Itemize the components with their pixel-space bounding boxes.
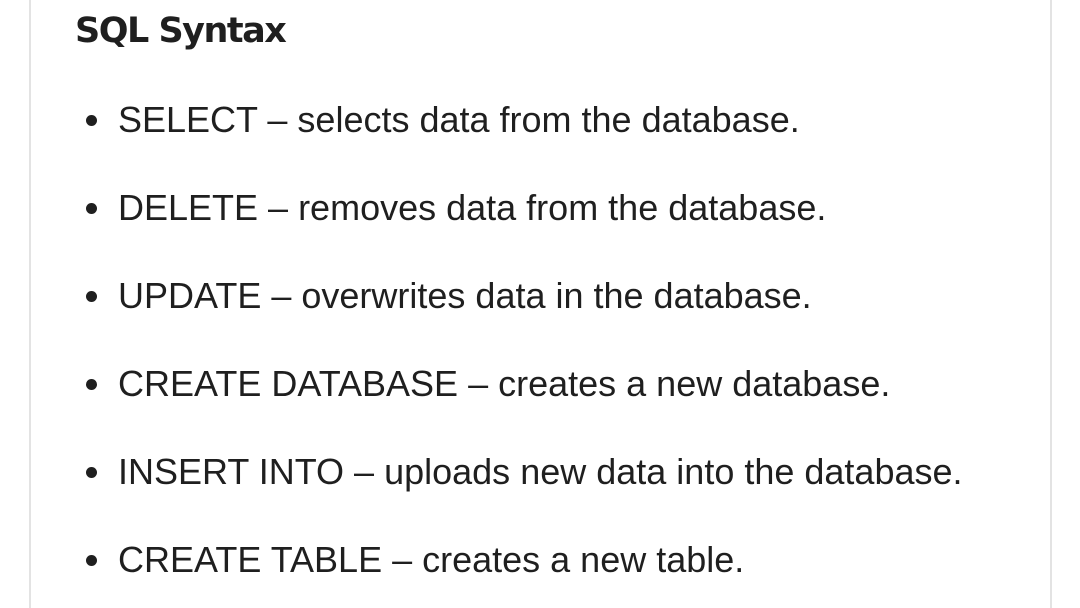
bullet-icon [86,290,97,302]
list-item: DELETE – removes data from the database. [86,184,826,232]
list-item-text: CREATE TABLE – creates a new table. [118,539,745,580]
list-item: CREATE DATABASE – creates a new database… [86,360,890,408]
list-item-text: CREATE DATABASE – creates a new database… [118,363,891,404]
section-heading: SQL Syntax [75,11,287,51]
list-item-text: UPDATE – overwrites data in the database… [118,275,812,316]
list-item-text: INSERT INTO – uploads new data into the … [118,451,963,492]
content-card [29,0,1052,608]
list-item-text: SELECT – selects data from the database. [118,99,800,140]
list-item-text: DELETE – removes data from the database. [118,187,827,228]
list-item: SELECT – selects data from the database. [86,96,800,144]
list-item: UPDATE – overwrites data in the database… [86,272,812,320]
bullet-icon [86,554,97,566]
bullet-icon [86,466,97,478]
list-item: CREATE TABLE – creates a new table. [86,536,744,584]
bullet-icon [86,202,97,214]
list-item: INSERT INTO – uploads new data into the … [86,448,963,496]
bullet-icon [86,114,97,126]
bullet-icon [86,378,97,390]
